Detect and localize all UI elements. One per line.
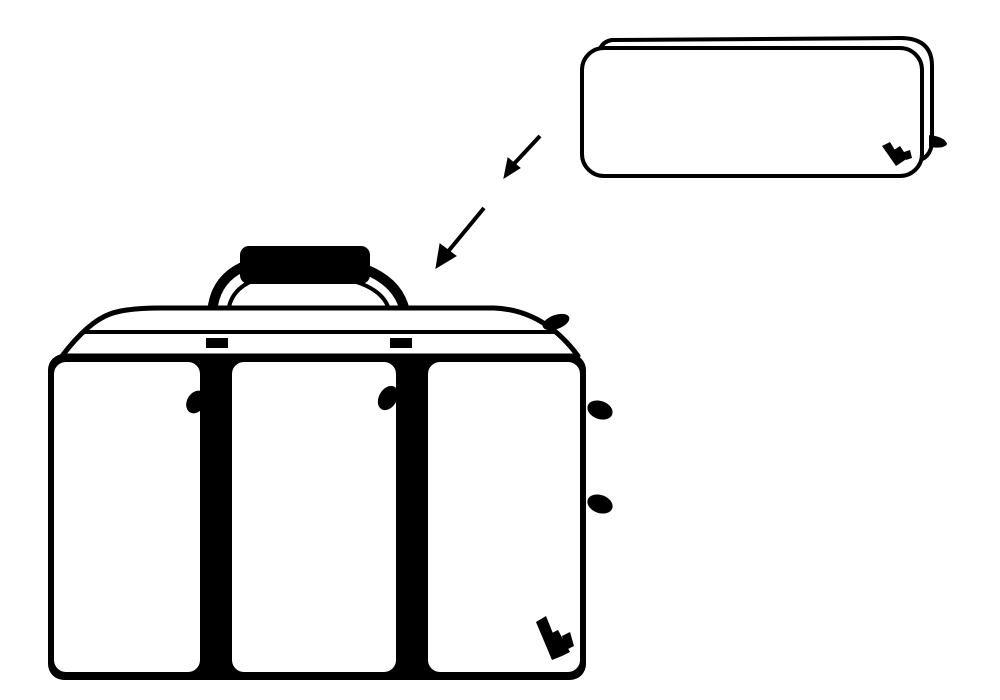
duffel-bag-icon (48, 246, 613, 680)
dashed-arrow-icon (435, 134, 542, 269)
brand-logo-icon (882, 142, 912, 166)
brand-logo-icon (536, 616, 574, 660)
packing-cube-icon (580, 36, 947, 178)
